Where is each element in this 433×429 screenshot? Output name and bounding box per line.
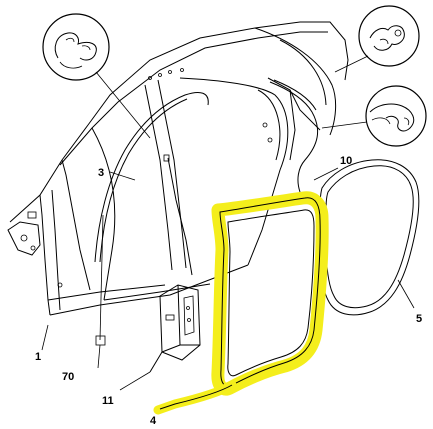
rear-door-loose-seal: [318, 159, 420, 316]
profile-detail-top-left: [42, 13, 110, 81]
rear-door-seal: [269, 79, 319, 193]
leader-3: [109, 171, 136, 181]
callout-70: 70: [62, 371, 74, 383]
callout-11: 11: [102, 395, 114, 407]
leader-mid-right: [321, 121, 368, 129]
profile-detail-top-right: [358, 5, 420, 67]
leader-11: [119, 371, 151, 391]
callout-4: 4: [150, 415, 157, 427]
body-side-frame: [7, 21, 349, 316]
leader-top-left: [95, 71, 151, 139]
callout-1: 1: [35, 351, 41, 363]
leader-1: [41, 324, 49, 351]
part-11-strip: [163, 154, 193, 276]
highlighted-door-seal: [153, 191, 329, 415]
front-door-seal: [94, 92, 209, 263]
callout-10: 10: [340, 155, 352, 167]
leader-10: [313, 167, 339, 181]
leader-70: [97, 344, 101, 369]
leader-top-right: [334, 55, 369, 73]
part-11-detail: [149, 284, 201, 373]
callout-5: 5: [416, 313, 422, 325]
part-70-clip: [95, 214, 106, 346]
callout-3: 3: [98, 167, 104, 179]
profile-detail-mid-right: [365, 85, 427, 147]
leader-5: [397, 279, 415, 309]
